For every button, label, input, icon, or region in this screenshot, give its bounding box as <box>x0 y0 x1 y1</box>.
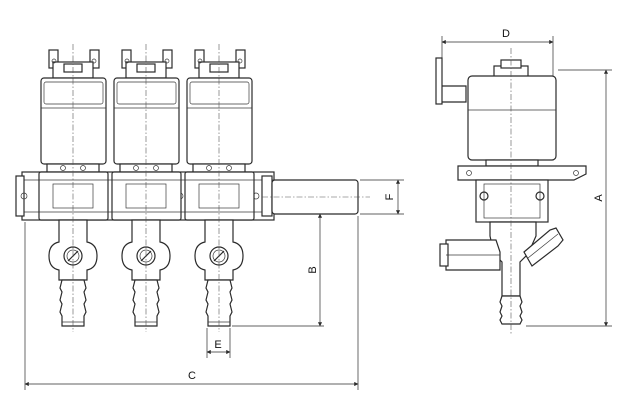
valve-3 <box>184 43 255 333</box>
dimension-label-c: C <box>188 370 196 382</box>
dimension-label-f: F <box>384 193 396 200</box>
dimension-label-a: A <box>593 194 605 202</box>
valve-2 <box>111 43 182 333</box>
dimension-label-d: D <box>502 28 510 40</box>
front-view <box>15 43 370 333</box>
side-view <box>435 48 587 334</box>
dimensions: A D C B E F <box>24 28 612 390</box>
dimension-label-e: E <box>214 339 221 351</box>
valve-1 <box>38 43 109 333</box>
dimension-label-b: B <box>307 266 319 273</box>
